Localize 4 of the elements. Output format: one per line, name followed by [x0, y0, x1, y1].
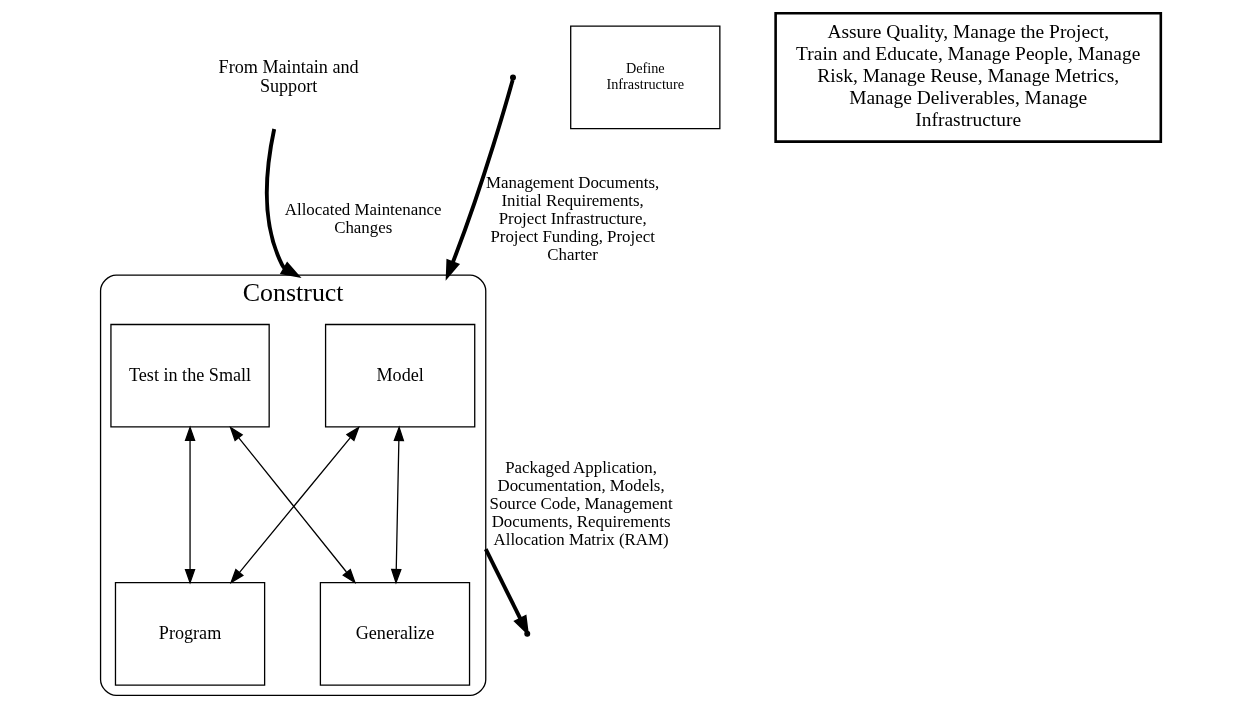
- edge-label: Management Documents, Initial Requirements, Project Infrastructure, Project Funding, Project Charter: [485, 172, 659, 265]
- node-text: From Maintain and Support: [218, 56, 359, 96]
- edge-label: Packaged Application, Documentation, Models, Source Code, Management Documents, Requirements Allocation Matrix (RAM): [489, 457, 673, 550]
- edge-label: Allocated Maintenance Changes: [284, 199, 442, 237]
